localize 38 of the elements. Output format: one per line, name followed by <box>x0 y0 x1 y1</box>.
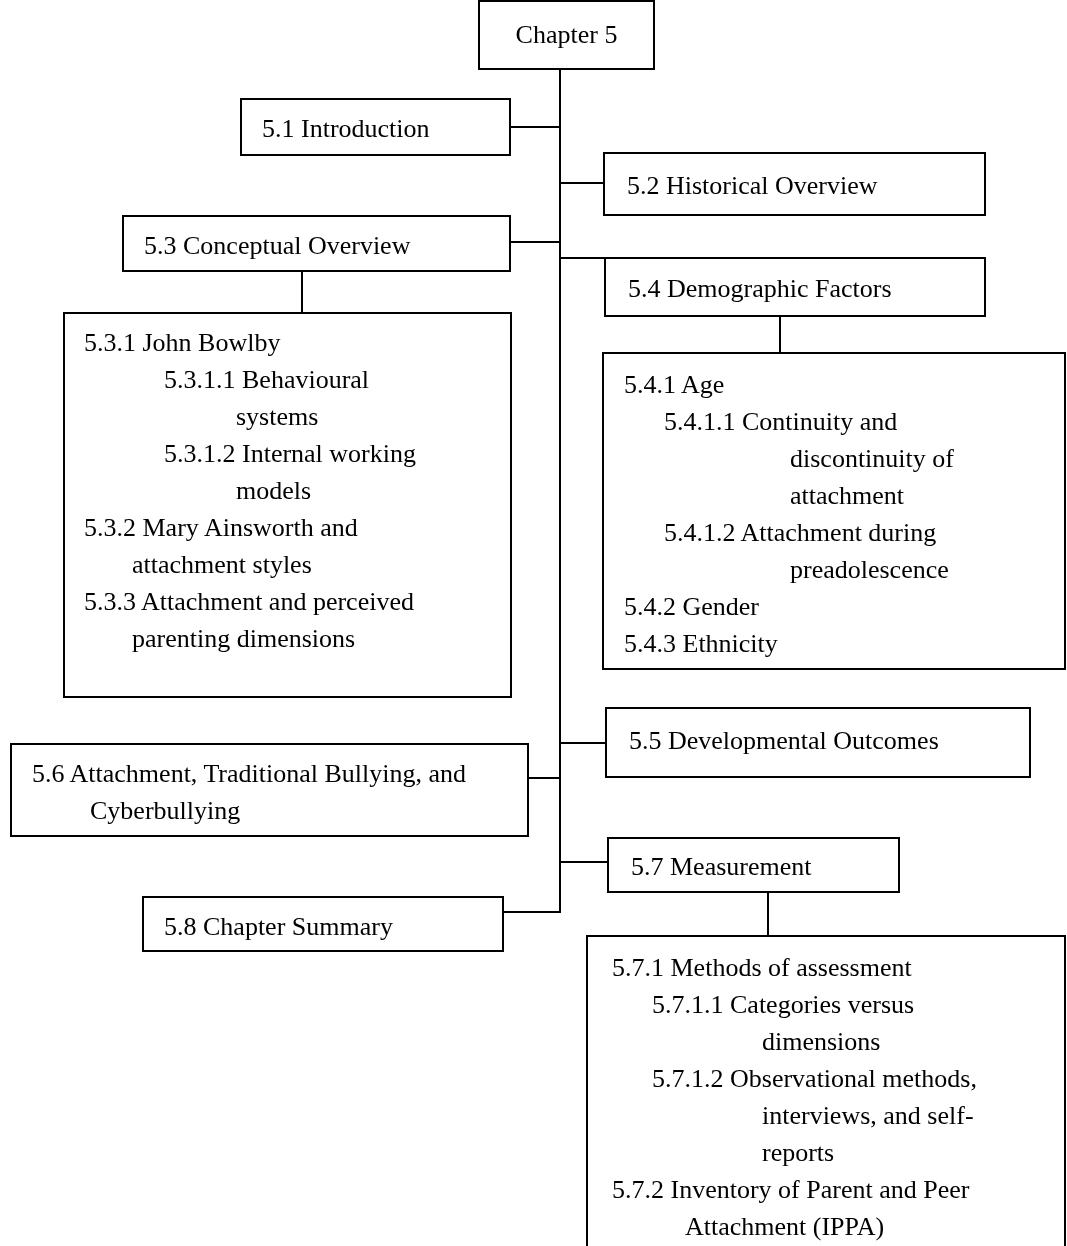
chapter-box <box>478 0 655 70</box>
subsection-item: 5.3.3 Attachment and perceived parenting dimensions <box>84 586 415 655</box>
subsection-item: 5.3.1.2 Internal working models <box>164 438 417 507</box>
connector-line <box>779 316 781 353</box>
subsection-item: 5.7.2 Inventory of Parent and Peer Attachment (IPPA) <box>612 1174 971 1243</box>
subsection-item: 5.7.1.1 Categories versus dimensions <box>652 989 916 1058</box>
section-heading: 5.2 Historical Overview <box>627 170 879 202</box>
outline-box <box>602 352 1066 670</box>
outline-box <box>586 935 1066 1246</box>
section-heading: 5.7.1 Methods of assessment <box>612 952 913 984</box>
subsection-item: 5.4.3 Ethnicity <box>624 628 779 660</box>
section-heading: 5.6 Attachment, Traditional Bullying, and Cyberbullying <box>32 758 468 827</box>
section-box <box>142 896 504 952</box>
section-box <box>603 152 986 216</box>
subsection-item: 5.3.2 Mary Ainsworth and attachment styles <box>84 512 359 581</box>
subsection-item: 5.7.1.2 Observational methods, interviews, and self-reports <box>652 1063 978 1169</box>
connector-line <box>767 892 769 936</box>
outline-box <box>63 312 512 698</box>
section-box <box>10 743 529 837</box>
section-heading: 5.8 Chapter Summary <box>164 911 394 943</box>
section-heading: 5.4 Demographic Factors <box>628 273 893 305</box>
section-heading: 5.1 Introduction <box>262 113 431 145</box>
subsection-item: 5.4.2 Gender <box>624 591 760 623</box>
section-heading: Chapter 5 <box>514 19 619 51</box>
section-heading: 5.3.1 John Bowlby <box>84 327 282 359</box>
subsection-item: 5.3.1.1 Behavioural systems <box>164 364 371 433</box>
section-box <box>122 215 511 272</box>
section-heading: 5.4.1 Age <box>624 369 726 401</box>
section-box <box>605 707 1031 778</box>
section-heading: 5.7 Measurement <box>631 851 813 883</box>
section-heading: 5.5 Developmental Outcomes <box>629 725 940 757</box>
section-box <box>240 98 511 156</box>
connector-line <box>301 271 303 313</box>
section-box <box>604 257 986 317</box>
section-heading: 5.3 Conceptual Overview <box>144 230 412 262</box>
subsection-item: 5.4.1.2 Attachment during preadolescence <box>664 517 950 586</box>
section-box <box>607 837 900 893</box>
subsection-item: 5.4.1.1 Continuity and discontinuity of attachment <box>664 406 955 512</box>
